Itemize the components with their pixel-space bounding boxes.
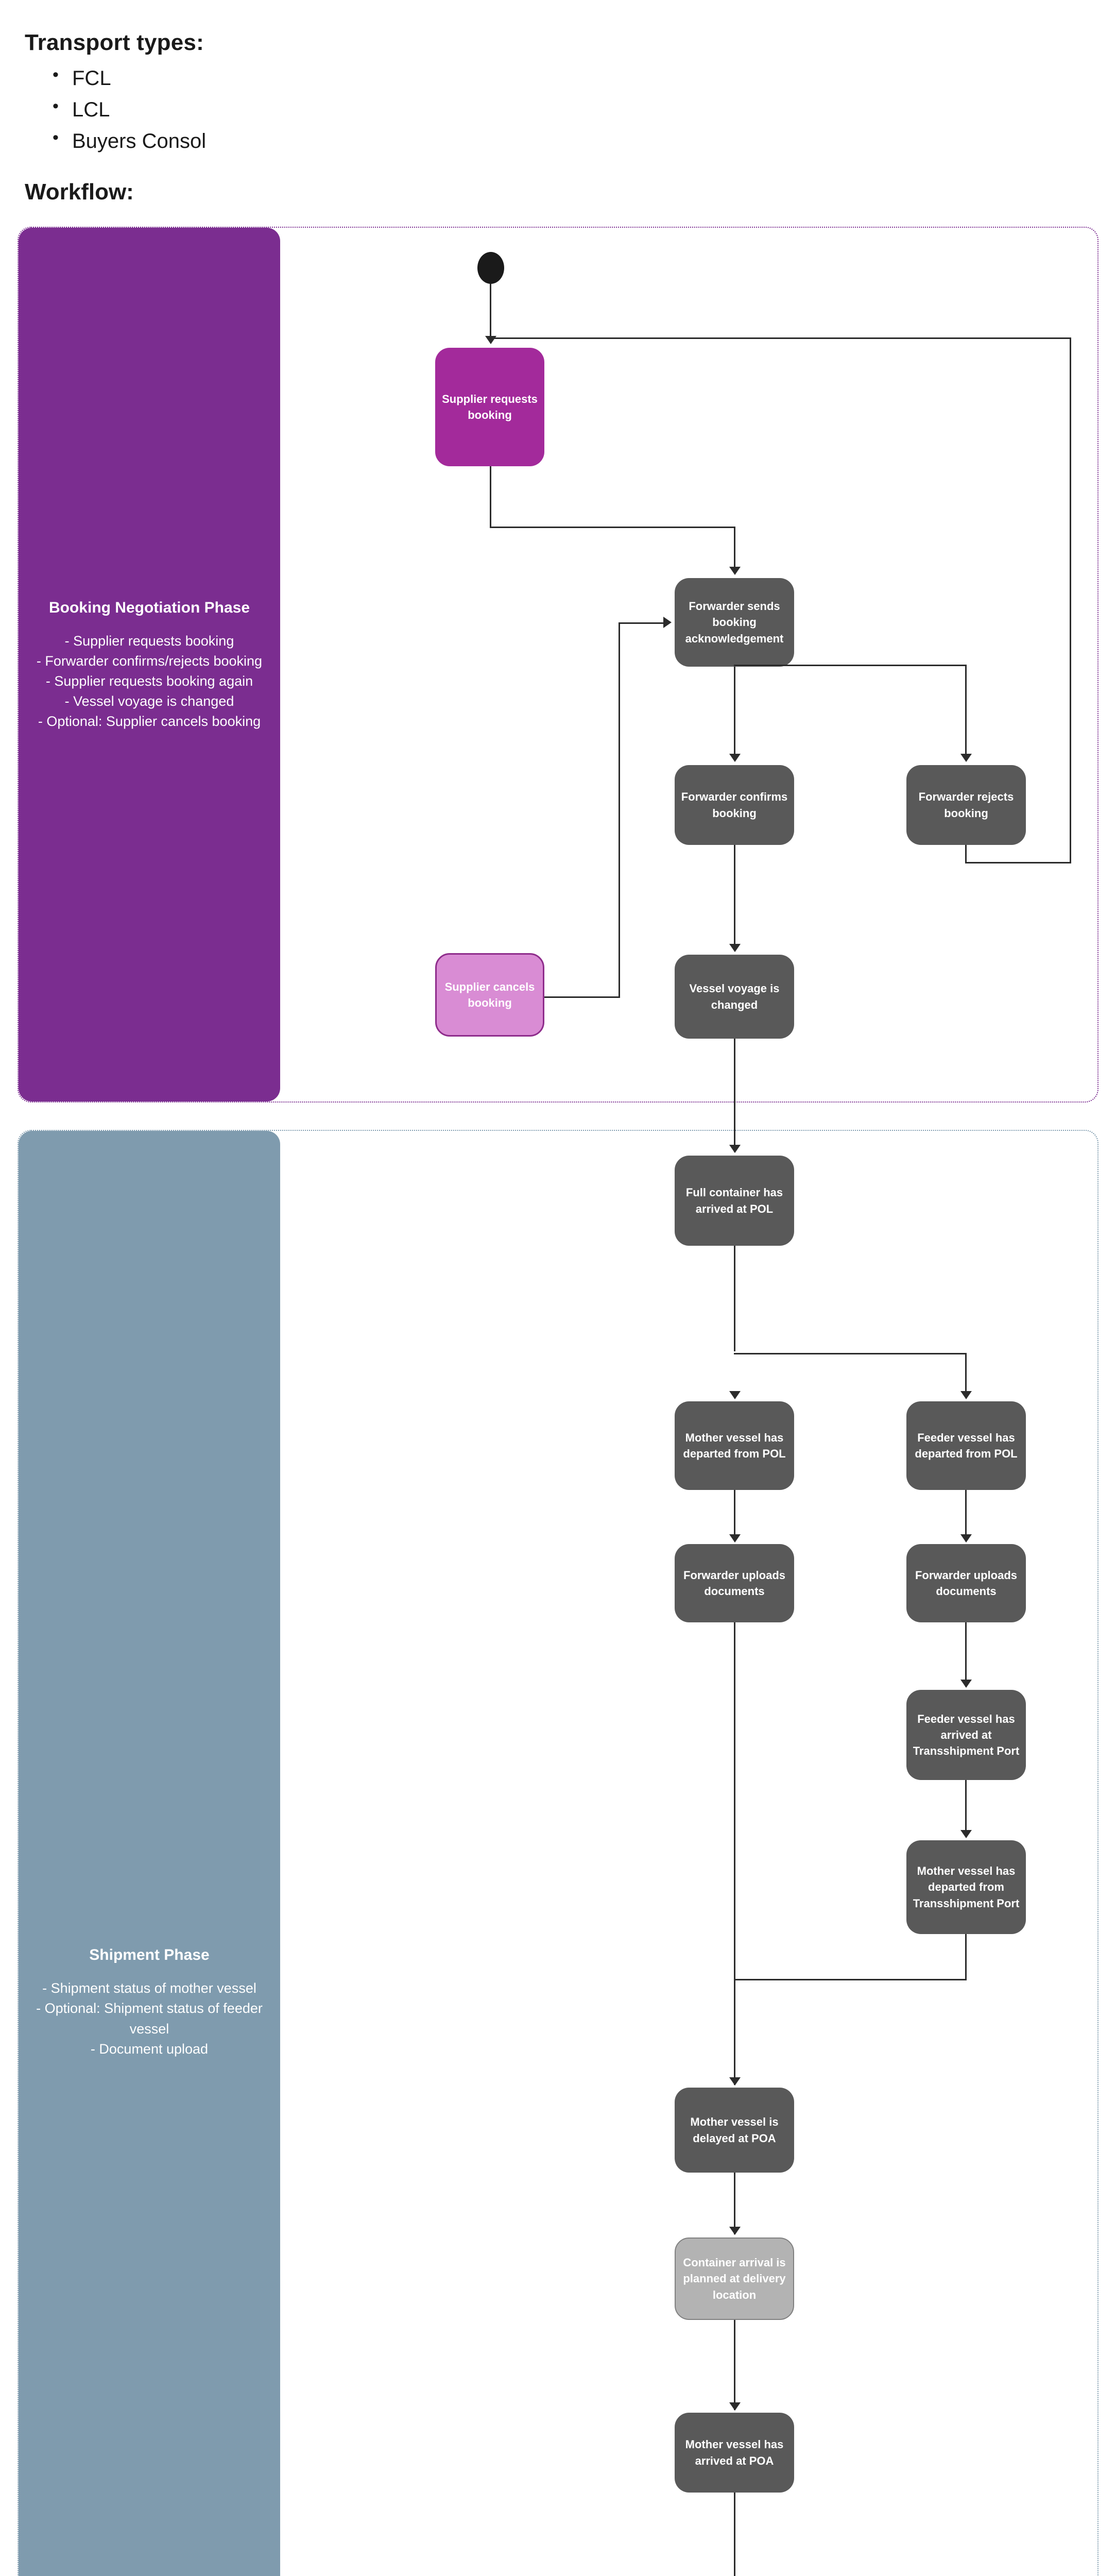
arrowhead-vessel-voyage bbox=[729, 944, 741, 952]
edge-start-to-supplier-request bbox=[490, 284, 491, 338]
edge-request-down bbox=[490, 466, 491, 528]
list-item-lcl: LCL bbox=[53, 93, 488, 126]
edge-mother-to-upload bbox=[734, 1490, 735, 1541]
transport-types-title: Transport types: bbox=[25, 30, 204, 55]
arrowhead-container-planned bbox=[729, 2227, 741, 2235]
node-forwarder-sends-acknowledgement[interactable]: Forwarder sends booking acknowledgement bbox=[675, 578, 794, 667]
edge-ack-down bbox=[734, 667, 735, 760]
edge-pol-to-feeder bbox=[965, 1353, 967, 1396]
arrowhead-feeder-departed-pol bbox=[960, 1391, 972, 1399]
arrowhead-mother-delayed-poa bbox=[729, 2077, 741, 2086]
arrowhead-mother-arrived-poa bbox=[729, 2402, 741, 2411]
arrowhead-full-container-pol bbox=[729, 1145, 741, 1153]
node-forwarder-uploads-documents-right[interactable]: Forwarder uploads documents bbox=[906, 1544, 1026, 1622]
arrowhead-forwarder-rejects bbox=[960, 754, 972, 762]
node-feeder-vessel-arrived-transshipment[interactable]: Feeder vessel has arrived at Transshipme… bbox=[906, 1690, 1026, 1780]
shipment-phase-name: Shipment Phase bbox=[89, 1946, 210, 1964]
shipment-bullet-1: - Shipment status of mother vessel bbox=[42, 1980, 256, 1996]
arrowhead-forwarder-ack bbox=[729, 567, 741, 575]
node-vessel-voyage-is-changed[interactable]: Vessel voyage is changed bbox=[675, 955, 794, 1039]
arrowhead-forwarder-confirms bbox=[729, 754, 741, 762]
start-node bbox=[477, 252, 504, 284]
edge-pol-split bbox=[734, 1353, 967, 1354]
node-forwarder-uploads-documents-left[interactable]: Forwarder uploads documents bbox=[675, 1544, 794, 1622]
booking-phase-outline bbox=[18, 227, 1098, 1103]
edge-cancel-right bbox=[544, 996, 620, 998]
edge-planned-to-arrived bbox=[734, 2320, 735, 2410]
shipment-phase-bullets: - Shipment status of mother vessel - Opt… bbox=[32, 1978, 267, 2059]
node-container-arrival-planned-delivery[interactable]: Container arrival is planned at delivery… bbox=[675, 2238, 794, 2320]
node-feeder-vessel-departed-pol[interactable]: Feeder vessel has departed from POL bbox=[906, 1401, 1026, 1490]
edge-ack-split bbox=[734, 665, 967, 666]
shipment-phase-label-panel: Shipment Phase - Shipment status of moth… bbox=[19, 1131, 280, 2576]
edge-reject-down bbox=[965, 845, 967, 863]
edge-arrived-to-unloaded bbox=[734, 2493, 735, 2576]
arrowhead-feeder-arrived-ts bbox=[960, 1680, 972, 1688]
arrowhead-mother-departed-pol bbox=[729, 1391, 741, 1399]
booking-phase-name: Booking Negotiation Phase bbox=[48, 599, 250, 616]
arrowhead-upload-right bbox=[960, 1534, 972, 1543]
booking-bullet-1: - Supplier requests booking bbox=[64, 633, 234, 649]
list-item-fcl: FCL bbox=[53, 62, 488, 94]
edge-voyage-to-pol bbox=[734, 1039, 735, 1152]
node-full-container-arrived-pol[interactable]: Full container has arrived at POL bbox=[675, 1156, 794, 1246]
shipment-phase-outline bbox=[18, 1130, 1098, 2576]
edge-loop-right bbox=[1070, 337, 1071, 863]
shipment-bullet-3: - Document upload bbox=[90, 2041, 209, 2057]
booking-bullet-2: - Forwarder confirms/rejects booking bbox=[36, 653, 263, 669]
edge-reject-to-loop bbox=[965, 862, 1071, 863]
list-item-buyers-consol: Buyers Consol bbox=[53, 125, 488, 157]
transport-types-list: FCL LCL Buyers Consol bbox=[25, 62, 488, 157]
workflow-title: Workflow: bbox=[25, 179, 134, 205]
edge-feeder-to-upload bbox=[965, 1490, 967, 1541]
node-mother-vessel-departed-pol[interactable]: Mother vessel has departed from POL bbox=[675, 1401, 794, 1490]
booking-bullet-5: - Optional: Supplier cancels booking bbox=[38, 714, 261, 730]
node-mother-vessel-arrived-poa[interactable]: Mother vessel has arrived at POA bbox=[675, 2413, 794, 2493]
edge-ts-merge bbox=[734, 1979, 967, 1980]
edge-request-to-ack bbox=[734, 527, 735, 570]
edge-ts-dep-down bbox=[965, 1934, 967, 1980]
edge-loop-top bbox=[490, 337, 1071, 339]
booking-phase-label-panel: Booking Negotiation Phase - Supplier req… bbox=[19, 228, 280, 1101]
node-forwarder-confirms-booking[interactable]: Forwarder confirms booking bbox=[675, 765, 794, 845]
edge-pol-down bbox=[734, 1246, 735, 1351]
arrowhead-mother-departed-ts bbox=[960, 1830, 972, 1838]
edge-ts-arr-to-dep bbox=[965, 1780, 967, 1837]
node-supplier-cancels-booking[interactable]: Supplier cancels booking bbox=[435, 953, 544, 1037]
arrowhead-cancel-to-ack bbox=[663, 617, 672, 628]
node-forwarder-rejects-booking[interactable]: Forwarder rejects booking bbox=[906, 765, 1026, 845]
node-supplier-requests-booking[interactable]: Supplier requests booking bbox=[435, 348, 544, 466]
booking-bullet-3: - Supplier requests booking again bbox=[45, 673, 253, 689]
node-mother-vessel-delayed-poa[interactable]: Mother vessel is delayed at POA bbox=[675, 2088, 794, 2173]
edge-confirms-down bbox=[734, 845, 735, 951]
booking-phase-bullets: - Supplier requests booking - Forwarder … bbox=[37, 631, 262, 732]
arrowhead-upload-left bbox=[729, 1534, 741, 1543]
shipment-bullet-2: - Optional: Shipment status of feeder ve… bbox=[36, 2001, 263, 2037]
edge-ack-to-reject bbox=[965, 665, 967, 760]
edge-cancel-up bbox=[619, 622, 620, 998]
node-mother-vessel-departed-transshipment[interactable]: Mother vessel has departed from Transshi… bbox=[906, 1840, 1026, 1934]
edge-delayed-to-planned bbox=[734, 2173, 735, 2234]
edge-cancel-into-ack bbox=[619, 622, 665, 624]
booking-bullet-4: - Vessel voyage is changed bbox=[64, 693, 234, 709]
edge-upload-right-to-ts bbox=[965, 1622, 967, 1687]
header-block: Transport types: FCL LCL Buyers Consol bbox=[25, 30, 488, 157]
edge-request-across bbox=[490, 527, 735, 528]
edge-upload-left-long bbox=[734, 1622, 735, 2085]
